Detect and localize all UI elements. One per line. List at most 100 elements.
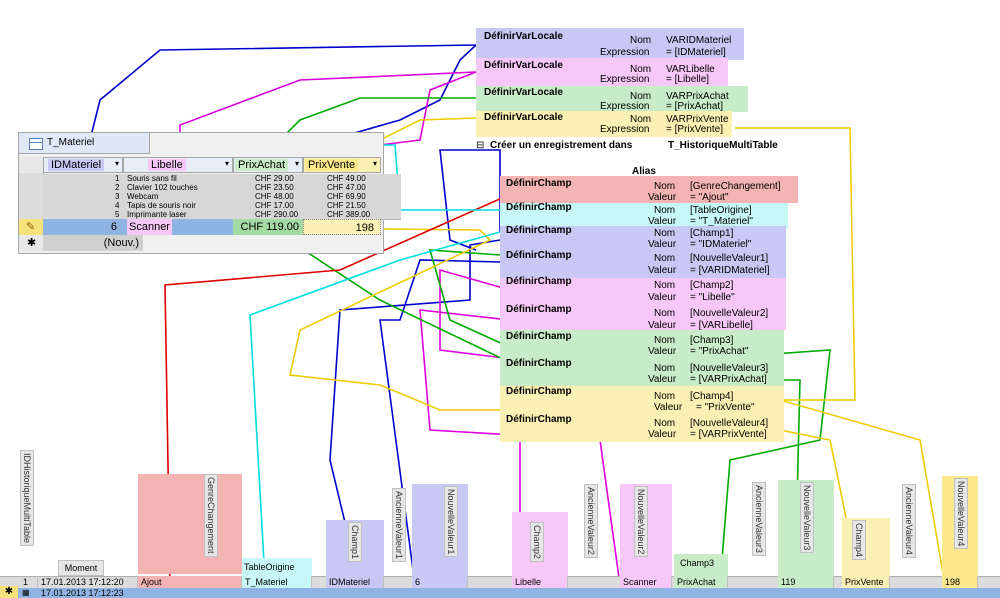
column-header-ancienne1[interactable]: AncienneValeur1 xyxy=(392,488,406,562)
column-header-prixvente[interactable]: PrixVente▾ xyxy=(303,157,381,173)
setlocal-block-2[interactable] xyxy=(476,58,728,86)
setlocal-block-3[interactable] xyxy=(476,86,748,112)
field-name: [NouvelleValeur4] xyxy=(690,418,769,429)
local-name: VARIDMateriel xyxy=(666,35,732,46)
column-header-champ1[interactable]: Champ1 xyxy=(348,522,362,563)
table-tab[interactable]: T_Materiel xyxy=(19,133,150,154)
cell-genre[interactable]: Ajout xyxy=(138,576,242,588)
setlocal-block-4[interactable] xyxy=(476,111,732,137)
asterisk-icon: ✱ xyxy=(27,237,37,249)
collapse-icon[interactable]: ⊟ xyxy=(476,140,485,151)
expression-label: Expression xyxy=(600,124,650,135)
dropdown-arrow-icon[interactable]: ▾ xyxy=(294,159,299,168)
column-header-nouvelle3[interactable]: NouvelleValeur3 xyxy=(800,482,814,554)
table-row[interactable] xyxy=(0,588,1000,598)
cell-nv2[interactable]: Scanner xyxy=(620,576,672,588)
cell-nv1[interactable]: 6 xyxy=(412,576,468,588)
column-header-idmateriel[interactable]: IDMateriel▾ xyxy=(43,157,123,173)
setfield-block-4[interactable] xyxy=(500,278,786,330)
setfield-label: DéfinirChamp xyxy=(506,250,572,261)
setlocal-label: DéfinirVarLocale xyxy=(484,60,563,71)
local-name: VARPrixVente xyxy=(666,114,729,125)
nom-label: Nom xyxy=(630,35,652,46)
column-header-ancienne2[interactable]: AncienneValeur2 xyxy=(584,484,598,558)
pencil-icon: ✎ xyxy=(26,221,36,233)
dropdown-arrow-icon[interactable]: ▾ xyxy=(114,159,119,168)
column-header-id[interactable]: IDHistoriqueMultiTable xyxy=(20,450,34,547)
setfield-block-1[interactable] xyxy=(500,176,798,203)
column-header-nouvelle4[interactable]: NouvelleValeur4 xyxy=(954,478,968,550)
expression-label: Expression xyxy=(600,101,650,112)
column-header-ancienne4[interactable]: AncienneValeur4 xyxy=(902,484,916,558)
header-highlight-table xyxy=(242,558,312,576)
cell-nv4[interactable]: 198 xyxy=(942,576,978,588)
cell-nv3[interactable]: 119 xyxy=(778,576,834,588)
table-icon xyxy=(29,138,43,150)
select-all[interactable] xyxy=(19,157,44,173)
cell-moment[interactable]: 17.01.2013 17:12:23 xyxy=(41,588,124,598)
nom-label: Nom xyxy=(630,114,652,125)
current-cell-prixvente[interactable]: 198 xyxy=(303,219,381,235)
current-cell-id[interactable]: 6 xyxy=(43,219,123,235)
setfield-block-6[interactable] xyxy=(500,386,784,442)
setlocal-label: DéfinirVarLocale xyxy=(484,112,563,123)
field-name: [Champ3] xyxy=(690,335,734,346)
cell-champ4[interactable]: PrixVente xyxy=(842,576,890,588)
column-header-nouvelle1[interactable]: NouvelleValeur1 xyxy=(444,486,458,558)
field-value: = "PrixVente" xyxy=(696,402,755,413)
setfield-label: DéfinirChamp xyxy=(506,178,572,189)
column-header-tableorigine[interactable]: TableOrigine xyxy=(244,562,295,572)
setfield-block-2[interactable] xyxy=(500,203,788,229)
cell-moment[interactable]: 17.01.2013 17:12:20 xyxy=(38,576,138,588)
row-selector-icon: ▦ xyxy=(22,588,30,597)
column-header-libelle[interactable]: Libelle▾ xyxy=(123,157,233,173)
current-cell-libelle[interactable]: Scanner xyxy=(123,219,233,235)
column-header-champ4[interactable]: Champ4 xyxy=(852,520,866,561)
field-value: = [VARPrixVente] xyxy=(690,429,767,440)
setlocal-block-1[interactable] xyxy=(476,28,744,60)
local-expression: = [Libelle] xyxy=(666,74,710,85)
setfield-label: DéfinirChamp xyxy=(506,331,572,342)
create-record-label: Créer un enregistrement dans xyxy=(490,140,633,151)
header-highlight-nv1 xyxy=(412,484,468,576)
header-highlight-genre xyxy=(138,474,242,574)
dropdown-arrow-icon[interactable]: ▾ xyxy=(224,159,229,168)
cell-champ2[interactable]: Libelle xyxy=(512,576,568,588)
column-header-genre[interactable]: GenreChangement xyxy=(204,474,218,557)
edit-row-selector[interactable]: ✎ xyxy=(19,219,44,235)
setlocal-label: DéfinirVarLocale xyxy=(484,31,563,42)
setfield-label: DéfinirChamp xyxy=(506,358,572,369)
column-header-prixachat[interactable]: PrixAchat▾ xyxy=(233,157,303,173)
cell-champ3[interactable]: PrixAchat xyxy=(674,576,728,588)
column-header-moment[interactable]: Moment xyxy=(58,560,104,576)
field-value: = "PrixAchat" xyxy=(690,346,749,357)
setfield-label: DéfinirChamp xyxy=(506,414,572,425)
header-highlight-champ3 xyxy=(674,554,728,576)
field-name: [TableOrigine] xyxy=(690,205,752,216)
setfield-label: DéfinirChamp xyxy=(506,386,572,397)
column-header-champ2[interactable]: Champ2 xyxy=(530,522,544,563)
expression-label: Expression xyxy=(600,47,650,58)
new-row-cell[interactable]: (Nouv.) xyxy=(43,235,143,251)
field-value: = [VARIDMateriel] xyxy=(690,265,770,276)
setfield-block-3[interactable] xyxy=(500,226,786,278)
cell-champ1[interactable]: IDMateriel xyxy=(326,576,384,588)
cell-table[interactable]: T_Materiel xyxy=(242,576,312,588)
local-name: VARLibelle xyxy=(666,64,715,75)
field-name: [NouvelleValeur2] xyxy=(690,308,769,319)
create-record-table: T_HistoriqueMultiTable xyxy=(668,140,778,151)
column-header-ancienne3[interactable]: AncienneValeur3 xyxy=(752,482,766,556)
field-name: [Champ1] xyxy=(690,228,734,239)
setfield-label: DéfinirChamp xyxy=(506,202,572,213)
alias-label: Alias xyxy=(632,166,656,177)
nom-label: Nom xyxy=(630,64,652,75)
field-value: = "T_Materiel" xyxy=(690,216,753,227)
new-row-selector[interactable]: ✱ xyxy=(19,235,44,251)
row-selectors[interactable] xyxy=(19,173,44,219)
dropdown-arrow-icon[interactable]: ▾ xyxy=(372,159,377,168)
setfield-block-5[interactable] xyxy=(500,330,784,386)
column-header-nouvelle2[interactable]: NouvelleValeur2 xyxy=(634,486,648,558)
cell-id[interactable]: 1 xyxy=(20,576,38,588)
column-header-champ3[interactable]: Champ3 xyxy=(680,558,715,568)
current-cell-prixachat[interactable]: CHF 119.00 xyxy=(233,219,303,235)
